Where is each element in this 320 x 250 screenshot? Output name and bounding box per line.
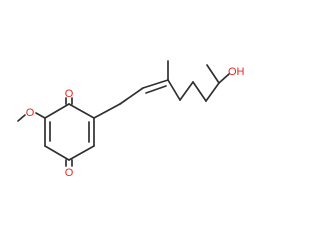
ring-bond xyxy=(68,145,95,161)
methoxy-bond xyxy=(17,114,26,122)
lower-carbonyl-oxygen-label: O xyxy=(65,167,74,179)
quinone-ring xyxy=(44,103,95,161)
chain-bond xyxy=(179,81,194,101)
ring-bond xyxy=(44,103,70,119)
chain-bond xyxy=(119,87,144,105)
methoxy-group xyxy=(17,112,46,122)
chain-bond xyxy=(205,82,220,102)
atom-labels: O O O OH xyxy=(26,66,245,179)
methoxy-bond xyxy=(35,112,46,119)
methyl-branch-bond xyxy=(206,64,220,84)
chain-double-bond xyxy=(142,79,169,89)
upper-carbonyl-oxygen-label: O xyxy=(65,88,74,100)
methoxy-oxygen-label: O xyxy=(26,107,35,119)
chain-double-bond-inner xyxy=(145,85,167,94)
chain-bond xyxy=(167,79,181,101)
carbonyl-groups xyxy=(65,97,73,167)
ring-bond xyxy=(68,103,95,119)
chain-bond xyxy=(93,103,121,119)
hydroxyl-bond xyxy=(218,73,230,84)
chemical-structure-diagram: O O O OH xyxy=(17,60,245,179)
chain-bond xyxy=(192,81,207,102)
ring-bond xyxy=(44,145,70,161)
isoprenoid-side-chain xyxy=(93,60,230,119)
hydroxyl-label: OH xyxy=(228,66,245,78)
